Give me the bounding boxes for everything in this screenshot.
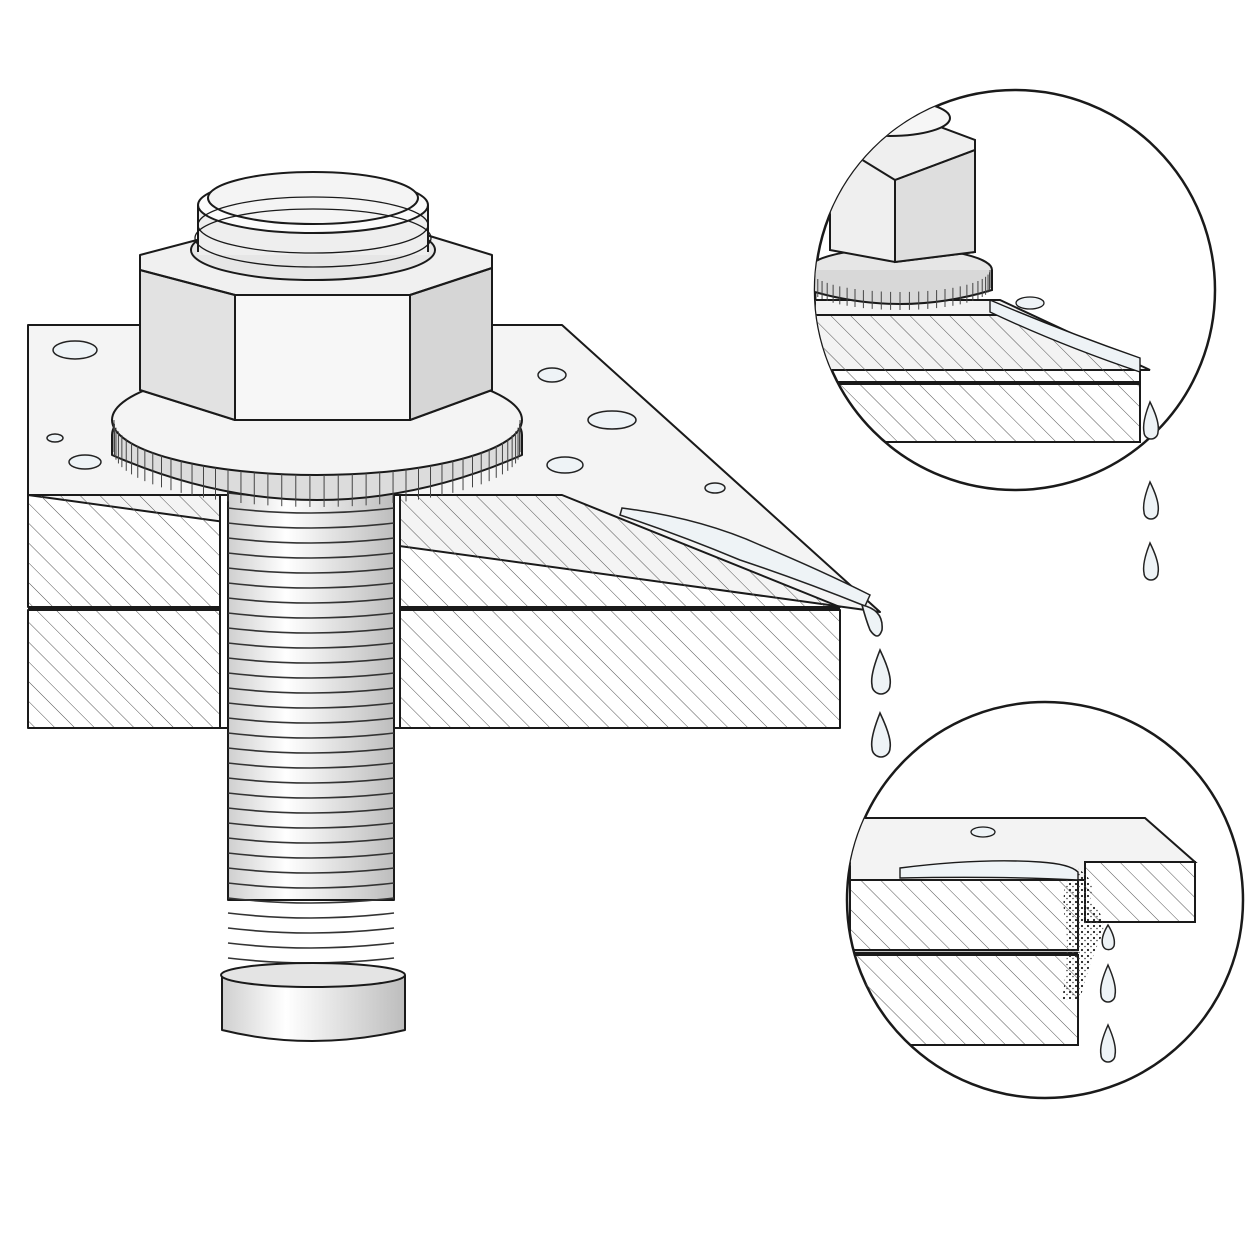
- thread-line: [227, 717, 395, 724]
- water-puddles: [46, 340, 871, 607]
- thread-line: [227, 747, 395, 754]
- lower-plate-section: [27, 609, 841, 729]
- thread-line: [227, 597, 395, 604]
- thread-line: [227, 837, 395, 844]
- thread-line: [227, 687, 395, 694]
- thread-line: [227, 897, 395, 904]
- thread-line: [227, 867, 395, 874]
- thread-line: [227, 912, 395, 919]
- water-drips-main: [860, 603, 892, 758]
- thread-line: [227, 507, 395, 514]
- thread-line: [227, 657, 395, 664]
- thread-line: [227, 672, 395, 679]
- detail-view-plate-corrosion: [845, 700, 1245, 1100]
- thread-line: [227, 762, 395, 769]
- thread-line: [227, 522, 395, 529]
- bolt-tip: [221, 975, 406, 1042]
- water-drips-detail-1: [1142, 400, 1160, 581]
- thread-line: [227, 537, 395, 544]
- water-drips-detail-2: [1099, 923, 1117, 1063]
- thread-line: [227, 927, 395, 934]
- thread-line: [227, 822, 395, 829]
- detail-view-washer-edge: [813, 88, 1217, 581]
- bolt-end: [190, 171, 436, 281]
- thread-line: [227, 807, 395, 814]
- thread-line: [227, 942, 395, 949]
- thread-line: [227, 792, 395, 799]
- hex-nut: [139, 229, 493, 421]
- thread-line: [227, 582, 395, 589]
- bolt-shank: [220, 469, 406, 1042]
- thread-line: [227, 567, 395, 574]
- main-assembly: [27, 171, 881, 1042]
- thread-line: [227, 627, 395, 634]
- corrosion-area: [1062, 865, 1104, 1000]
- thread-line: [227, 882, 395, 889]
- thread-line: [227, 732, 395, 739]
- thread-line: [227, 642, 395, 649]
- thread-line: [227, 777, 395, 784]
- thread-line: [227, 852, 395, 859]
- thread-line: [227, 612, 395, 619]
- thread-line: [227, 702, 395, 709]
- thread-line: [227, 552, 395, 559]
